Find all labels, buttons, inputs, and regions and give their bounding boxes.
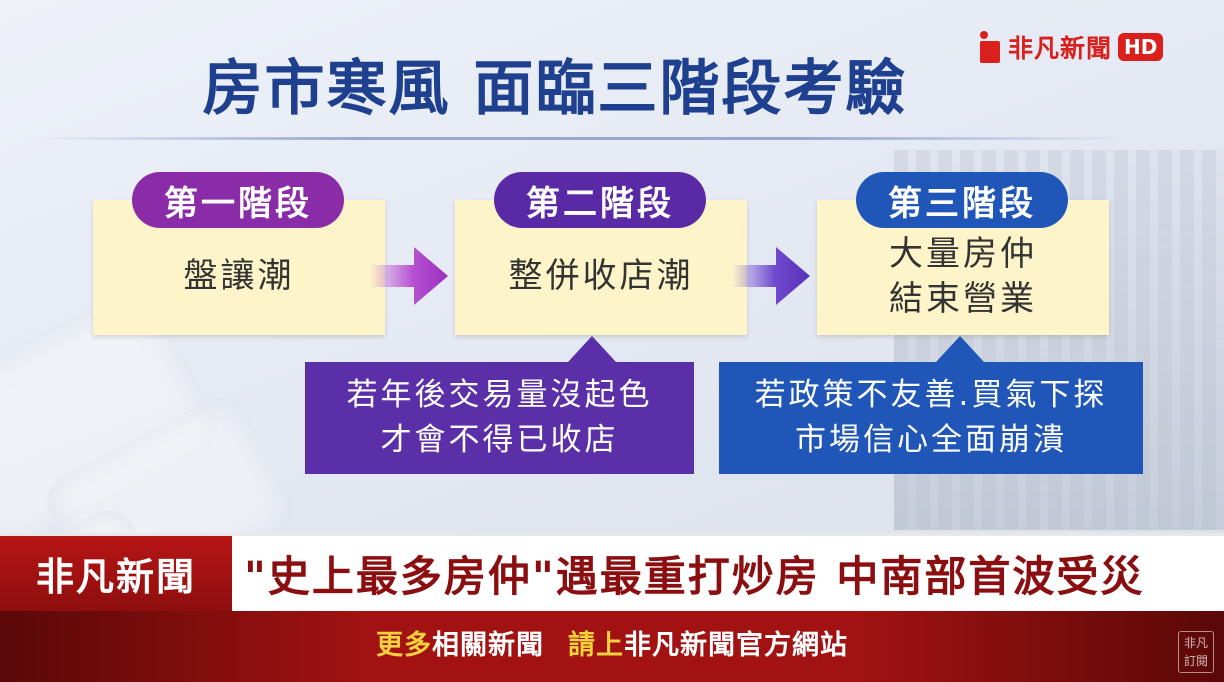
stage-text: 盤讓潮	[183, 256, 295, 297]
callout-stage-2: 若年後交易量沒起色 才會不得已收店	[305, 336, 694, 474]
bottom-banner: 更多相關新聞 請上非凡新聞官方網站 非凡 訂閱	[0, 611, 1224, 682]
channel-logo: 非凡新聞 HD	[978, 28, 1164, 66]
stage-text: 大量房仲	[889, 234, 1037, 275]
ticker-brand: 非凡新聞	[0, 536, 232, 611]
subscribe-watermark: 非凡 訂閱	[1178, 631, 1214, 673]
ticker-headline: "史上最多房仲"遇最重打炒房 中南部首波受災	[244, 552, 1145, 601]
callout-text: 若政策不友善.買氣下探	[754, 377, 1108, 414]
stage-text: 結束營業	[889, 278, 1037, 319]
bottom-text: 非凡新聞官方網站	[624, 630, 848, 661]
callout-pointer	[568, 336, 616, 362]
stage-label-3: 第三階段	[856, 172, 1068, 228]
bottom-text: 相關新聞	[432, 630, 544, 661]
hd-badge: HD	[1118, 33, 1164, 61]
callout-pointer	[936, 336, 984, 362]
page-title: 房市寒風 面臨三階段考驗	[202, 54, 908, 124]
bottom-banner-text: 更多相關新聞 請上非凡新聞官方網站	[0, 611, 1224, 674]
logo-text: 非凡新聞	[1008, 34, 1113, 63]
arrow-right-icon	[732, 247, 810, 305]
callout-text: 若年後交易量沒起色	[346, 377, 653, 414]
news-ticker: 非凡新聞 "史上最多房仲"遇最重打炒房 中南部首波受災	[0, 533, 1224, 611]
stage-text: 整併收店潮	[508, 256, 694, 297]
callout-text: 市場信心全面崩潰	[795, 422, 1067, 458]
logo-mark-icon	[978, 31, 1004, 63]
subscribe-watermark-line: 訂閱	[1183, 654, 1208, 668]
callout-text: 才會不得已收店	[380, 422, 619, 458]
stage-label-2: 第二階段	[494, 172, 706, 228]
arrow-right-icon	[370, 247, 448, 305]
callout-stage-3: 若政策不友善.買氣下探 市場信心全面崩潰	[719, 336, 1143, 474]
subscribe-watermark-line: 非凡	[1183, 636, 1208, 650]
stage-label-1: 第一階段	[132, 172, 344, 228]
bottom-text-highlight: 請上	[568, 630, 624, 661]
bottom-text-highlight: 更多	[376, 630, 432, 661]
title-divider	[30, 137, 1130, 140]
